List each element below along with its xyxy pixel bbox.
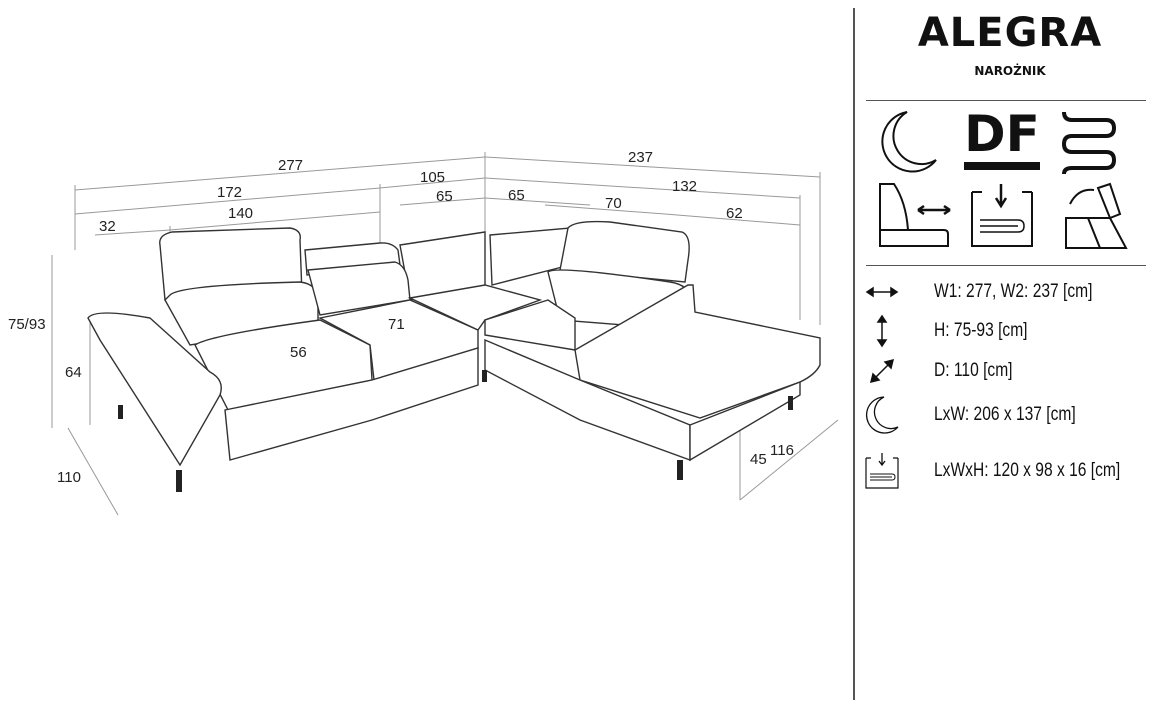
dim-depth: 110 (57, 469, 81, 486)
spec-height: H: 75-93 [cm] (862, 313, 1162, 349)
height-arrow-icon (862, 314, 902, 348)
divider-vertical (853, 8, 855, 700)
spec-storage: LxWxH: 120 x 98 x 16 [cm] (862, 450, 1162, 492)
spec-height-text: H: 75-93 [cm] (934, 320, 1028, 341)
spec-storage-text: LxWxH: 120 x 98 x 16 [cm] (934, 460, 1121, 481)
spec-sleep-area: LxW: 206 x 137 [cm] (862, 393, 1162, 437)
divider-specs (866, 265, 1146, 266)
df-logo-icon: DF (964, 108, 1040, 170)
product-name: ALEGRA (917, 10, 1103, 56)
storage-container-icon (971, 184, 1033, 247)
sofa-legs (118, 370, 793, 492)
dim-total-right: 237 (628, 149, 653, 166)
spec-depth: D: 110 [cm] (862, 353, 1162, 389)
dim-right-seat: 70 (605, 195, 622, 212)
adjustable-headrest-icon (1065, 182, 1128, 249)
dim-armrest: 32 (99, 218, 116, 235)
product-type: NAROŻNIK (974, 64, 1046, 78)
dim-leg-height: 45 (750, 451, 767, 468)
dim-seat-depth-mid: 71 (388, 316, 405, 333)
dim-height: 75/93 (8, 316, 46, 333)
spec-width-text: W1: 277, W2: 237 [cm] (934, 281, 1093, 302)
dimension-lines (51, 152, 839, 516)
sleep-area-icon (862, 395, 902, 435)
spec-width: W1: 277, W2: 237 [cm] (862, 274, 1162, 310)
sofa-technical-drawing: 277 237 105 172 132 65 65 32 140 70 62 7… (8, 149, 839, 516)
dimension-labels: 277 237 105 172 132 65 65 32 140 70 62 7… (8, 149, 794, 486)
dim-corner-right: 65 (508, 187, 525, 204)
storage-icon (862, 452, 902, 490)
sofa-outline (87, 220, 821, 467)
dim-corner: 105 (420, 169, 445, 186)
spec-depth-text: D: 110 [cm] (934, 360, 1013, 381)
dim-chaise-depth: 116 (770, 442, 794, 459)
spring-icon (1061, 111, 1117, 175)
dim-right-section: 132 (672, 178, 697, 195)
dim-corner-left: 65 (436, 188, 453, 205)
width-arrow-icon (862, 286, 902, 298)
dim-left-section: 172 (217, 184, 242, 201)
depth-arrow-icon (862, 357, 902, 385)
dim-seat-height: 64 (65, 364, 82, 381)
dim-seat-depth-left: 56 (290, 344, 307, 361)
dim-left-seat: 140 (228, 205, 253, 222)
spec-sleep-area-text: LxW: 206 x 137 [cm] (934, 404, 1076, 425)
dim-chaise: 62 (726, 205, 743, 222)
dim-total-left: 277 (278, 157, 303, 174)
pull-out-seat-icon (879, 183, 951, 247)
sleep-function-icon (881, 111, 937, 173)
divider-top (866, 100, 1146, 101)
